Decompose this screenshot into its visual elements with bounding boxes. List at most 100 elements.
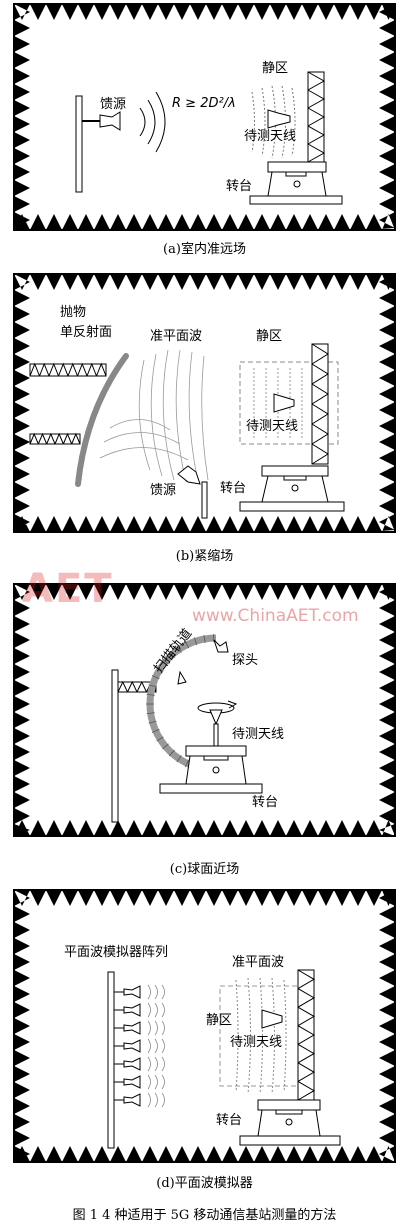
- wavelet: [161, 1038, 165, 1054]
- turntable: [159, 745, 263, 794]
- aut-label: 待测天线: [230, 1035, 282, 1050]
- wavelet: [147, 1092, 151, 1108]
- track-tick: [176, 645, 182, 653]
- feed-horn-icon: [99, 111, 121, 131]
- feed-pole: [75, 95, 83, 193]
- probe-icon: [177, 670, 187, 685]
- probe-label: 探头: [232, 653, 258, 668]
- turntable-label: 转台: [216, 1113, 242, 1128]
- wavelet: [154, 1002, 158, 1018]
- wavelet: [161, 984, 165, 1000]
- wave-icon: [155, 91, 166, 153]
- turntable-label: 转台: [252, 795, 278, 810]
- caption-c: (c)球面近场: [169, 862, 240, 877]
- aut-label: 待测天线: [232, 727, 284, 742]
- track-tick: [146, 712, 155, 715]
- caption-a: (a)室内准远场: [163, 242, 246, 257]
- upper-support-truss: [29, 362, 107, 377]
- track-tick: [184, 759, 190, 768]
- support-pole: [111, 669, 119, 823]
- chamber-wall: [13, 3, 396, 231]
- panel-b: 准平面波 静区 抛物 单反射面 待测天线 馈源 转台: [0, 270, 409, 536]
- mast-bracing: [311, 343, 329, 465]
- reflector-label-line2: 单反射面: [60, 324, 112, 340]
- plane-wave-array: [114, 985, 141, 1107]
- wave-icon: [139, 107, 146, 137]
- track-tick: [151, 728, 160, 733]
- reflector-label-line1: 抛物: [60, 305, 86, 320]
- array-wavelets: [147, 984, 165, 1108]
- quiet-zone-label: 静区: [256, 329, 282, 344]
- track-tick: [193, 637, 198, 646]
- aut-horn-icon: [261, 1009, 283, 1029]
- array-horn-icon: [123, 1075, 141, 1089]
- truss-bracing: [117, 680, 157, 693]
- wavelet: [154, 1074, 158, 1090]
- quiet-zone-waves: [235, 977, 287, 1095]
- turntable: [239, 465, 345, 512]
- rotation-arrowhead-icon: [227, 700, 238, 709]
- array-horn-icon: [123, 1003, 141, 1017]
- track-tick: [148, 720, 157, 724]
- array-horn-icon: [123, 1021, 141, 1035]
- absorber-spikes: [14, 890, 395, 1162]
- wavelet: [147, 1074, 151, 1090]
- feed-label: 馈源: [150, 483, 176, 498]
- wavelet: [154, 1056, 158, 1072]
- chamber-wall: [13, 583, 396, 837]
- track-tick: [148, 684, 157, 688]
- watermark-logo: AET: [22, 566, 114, 612]
- wavelet: [147, 1002, 151, 1018]
- anechoic-chamber: [13, 583, 396, 837]
- quiet-zone-label: 静区: [262, 61, 288, 76]
- wavelet: [161, 1092, 165, 1108]
- parabolic-reflector: [75, 353, 129, 487]
- chamber-wall: [13, 273, 396, 533]
- wavelet: [147, 1020, 151, 1036]
- turntable-label: 转台: [226, 179, 252, 194]
- wave-icon: [147, 99, 156, 145]
- wavelet: [154, 1038, 158, 1054]
- wavelet: [154, 1092, 158, 1108]
- wavelet: [154, 984, 158, 1000]
- mast-truss: [307, 71, 326, 163]
- panel-d-diagram: 平面波模拟器阵列 准平面波 静区 待测天线 转台: [13, 889, 396, 1163]
- wavelet: [161, 1002, 165, 1018]
- aut-antenna-icon: [209, 709, 223, 726]
- wavelet: [161, 1020, 165, 1036]
- wavelet: [161, 1056, 165, 1072]
- array-horn-icon: [123, 1057, 141, 1071]
- wavelet: [147, 1038, 151, 1054]
- feed-stand: [201, 481, 208, 519]
- track-tick: [151, 675, 160, 680]
- quasi-plane-waves: [99, 349, 209, 483]
- aut-horn-icon: [273, 393, 295, 413]
- quasi-plane-wave-label: 准平面波: [232, 955, 284, 970]
- lower-support-truss: [29, 432, 81, 445]
- wavelet: [161, 1074, 165, 1090]
- caption-b: (b)紧缩场: [175, 549, 234, 564]
- turntable-label: 转台: [220, 481, 246, 496]
- aut-label: 待测天线: [246, 419, 298, 434]
- probe-icon: [213, 639, 229, 653]
- quasi-plane-wave-label: 准平面波: [150, 329, 202, 344]
- array-horn-icon: [123, 985, 141, 999]
- turntable: [239, 1099, 341, 1146]
- track-tick: [168, 749, 175, 757]
- figure-caption: 图 1 4 种适用于 5G 移动通信基站测量的方法: [72, 1208, 337, 1223]
- track-tick: [156, 666, 164, 672]
- caption-d: (d)平面波模拟器: [156, 1176, 253, 1191]
- anechoic-chamber: [13, 273, 396, 533]
- watermark-url: www.ChinaAET.com: [192, 606, 359, 626]
- track-tick: [203, 634, 206, 644]
- array-pole: [107, 971, 115, 1149]
- track-tick: [168, 651, 175, 659]
- mast-bracing: [307, 71, 326, 163]
- wavelet: [147, 1056, 151, 1072]
- scan-track-label: 扫描轨道: [151, 626, 195, 676]
- panel-a-diagram: 馈源 R ≥ 2D²/λ 静区 待测天线 转台: [13, 3, 396, 231]
- mast-truss: [297, 969, 315, 1101]
- wavelet: [154, 1020, 158, 1036]
- track-tick: [162, 658, 169, 665]
- anechoic-chamber: [13, 889, 396, 1163]
